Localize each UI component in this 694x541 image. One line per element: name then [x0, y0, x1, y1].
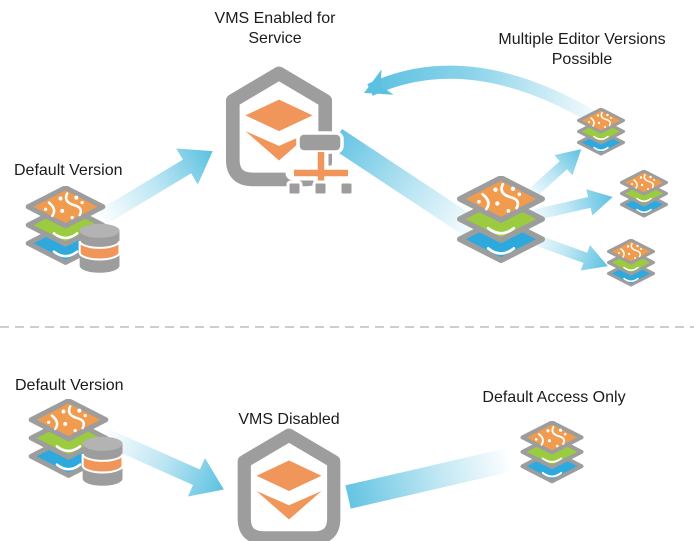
arrow-default-to-enabled-service: [92, 132, 224, 236]
beam-service-to-source-version: [329, 128, 486, 243]
arrow-to-editor-version-1: [517, 138, 591, 209]
beam-disabled-to-default-access: [345, 448, 511, 509]
source-version-stack-icon: [455, 176, 547, 264]
default-access-stack-icon: [520, 421, 584, 484]
editor-version-stack-3-icon: [607, 239, 655, 287]
service-hexagon-disabled-icon: [228, 428, 350, 541]
section-divider-dashed: [0, 326, 694, 328]
default-version-layers-db-icon-bottom: [27, 399, 124, 487]
editor-version-stack-2-icon: [620, 170, 668, 218]
version-tree-icon: [285, 131, 357, 197]
default-version-label-top: Default Version: [14, 162, 123, 179]
editor-version-stack-1-icon: [577, 108, 625, 156]
arrow-return-curved: [364, 65, 602, 126]
arrow-default-to-disabled-service: [97, 416, 234, 510]
default-version-label-bottom: Default Version: [15, 377, 124, 394]
multiple-editor-versions-label: Multiple Editor Versions Possible: [498, 31, 666, 68]
vms-disabled-label: VMS Disabled: [238, 411, 340, 428]
default-access-only-label: Default Access Only: [482, 389, 626, 406]
arrow-to-editor-version-3: [523, 223, 613, 280]
vms-enabled-label: VMS Enabled for Service: [214, 10, 336, 47]
arrow-to-editor-version-2: [523, 182, 616, 231]
default-version-layers-db-icon-top: [24, 186, 121, 274]
